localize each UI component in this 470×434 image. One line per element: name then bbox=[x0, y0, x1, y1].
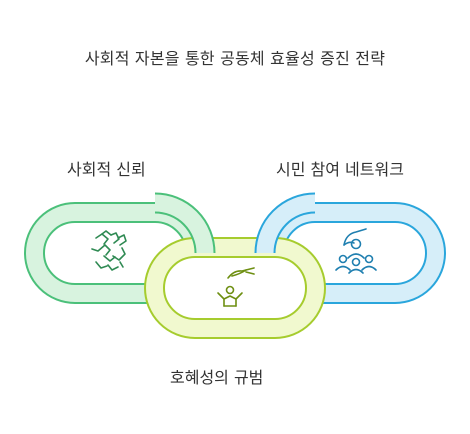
handshake-icon bbox=[91, 230, 127, 271]
chain-overlap-left bbox=[154, 192, 216, 254]
label-social-trust: 사회적 신뢰 bbox=[67, 160, 146, 179]
label-reciprocity-norms: 호혜성의 규범 bbox=[170, 368, 264, 387]
chain-link-reciprocity-norms bbox=[144, 237, 326, 339]
giving-hand-icon bbox=[217, 267, 255, 307]
label-civic-network: 시민 참여 네트워크 bbox=[276, 160, 404, 179]
chain-overlap-right bbox=[254, 192, 316, 254]
diagram-title: 사회적 자본을 통한 공동체 효율성 증진 전략 bbox=[84, 49, 386, 68]
people-network-icon bbox=[335, 228, 377, 274]
